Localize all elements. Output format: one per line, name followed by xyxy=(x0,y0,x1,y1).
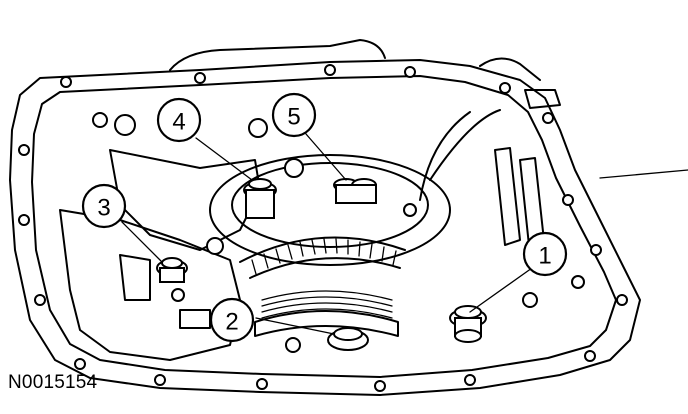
valve-body-plate-upper xyxy=(109,149,261,251)
seal-3 xyxy=(156,257,188,283)
callout-2: 2 xyxy=(209,297,255,343)
leader-lines xyxy=(121,133,533,335)
housing-top-ridge xyxy=(169,39,386,71)
external-line xyxy=(599,169,688,179)
bosses-and-bolts xyxy=(92,112,585,353)
callout-3-label: 3 xyxy=(97,195,110,222)
gear-ring-inner xyxy=(249,257,401,279)
seal-2 xyxy=(327,327,369,351)
casing-flange-outer xyxy=(9,59,641,396)
clutch-drum-inner xyxy=(231,162,429,248)
flange-bolt-holes xyxy=(18,64,628,392)
callout-5-label: 5 xyxy=(287,104,300,131)
callout-1: 1 xyxy=(522,231,568,277)
case-ribs-right xyxy=(419,109,546,256)
callout-2-label: 2 xyxy=(225,309,238,336)
figure-id: N0015154 xyxy=(8,372,98,393)
casing-flange-inner xyxy=(31,75,617,378)
seal-4 xyxy=(243,178,277,219)
gear-ring xyxy=(239,236,406,263)
gear-teeth xyxy=(251,238,397,275)
seal-5 xyxy=(333,178,377,204)
callout-5: 5 xyxy=(271,92,317,138)
callout-1-label: 1 xyxy=(538,243,551,270)
seal-1 xyxy=(449,305,487,343)
housing-top-ridge-2 xyxy=(479,57,541,81)
case-bracket-right xyxy=(524,89,561,109)
clutch-drum-outer xyxy=(209,154,451,266)
clutch-plate-stack xyxy=(254,290,399,337)
callout-4: 4 xyxy=(156,97,202,143)
callout-3: 3 xyxy=(81,183,127,229)
callout-4-label: 4 xyxy=(172,109,185,136)
valve-body-plate-left xyxy=(59,209,241,361)
